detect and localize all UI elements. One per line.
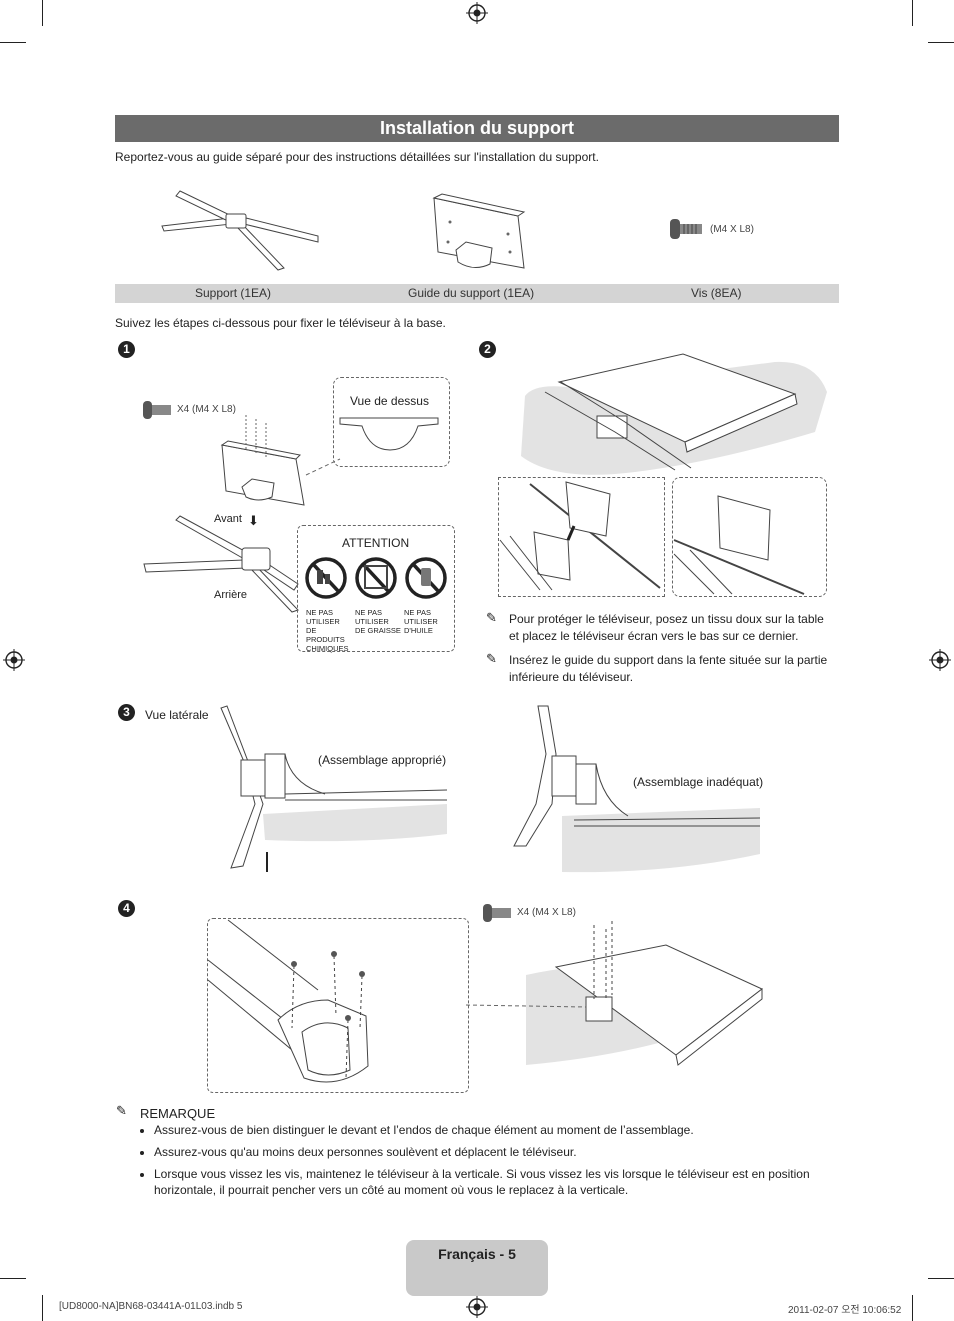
guide-assembly-illustration	[220, 415, 341, 506]
note-icon: ✎	[486, 610, 497, 625]
top-view-label: Vue de dessus	[350, 394, 429, 408]
intro-text: Reportez-vous au guide séparé pour des i…	[115, 150, 599, 164]
warning-no-grease: NE PAS UTILISER DE GRAISSE	[355, 608, 401, 635]
crop-mark	[912, 1295, 913, 1321]
registration-mark-icon	[466, 1296, 488, 1318]
top-view-box	[333, 377, 450, 467]
warning-no-chemicals: NE PAS UTILISER DE PRODUITS CHIMIQUES	[306, 608, 349, 653]
part-label-stand: Support (1EA)	[195, 286, 272, 300]
page-title: Installation du support	[115, 115, 839, 142]
screw-icon	[143, 401, 171, 419]
step4-screw-label: X4 (M4 X L8)	[517, 907, 576, 918]
incorrect-assembly-label: (Assemblage inadéquat)	[633, 775, 764, 789]
tv-with-stand-attached-illustration	[465, 921, 763, 1066]
remark-heading: REMARQUE	[140, 1106, 216, 1121]
warning-no-oil: NE PAS UTILISER D'HUILE	[404, 608, 438, 635]
attention-box	[297, 525, 455, 652]
registration-mark-icon	[466, 2, 488, 24]
side-view-label: Vue latérale	[145, 708, 209, 722]
stand-base-illustration	[161, 190, 319, 271]
remark-item: Assurez-vous de bien distinguer le devan…	[154, 1122, 844, 1138]
crop-mark	[928, 42, 954, 43]
stand-guide-illustration	[432, 193, 526, 269]
screw-icon	[670, 219, 702, 239]
remark-item: Assurez-vous qu'au moins deux personnes …	[154, 1144, 844, 1160]
remark-item: Lorsque vous vissez les vis, maintenez l…	[154, 1166, 844, 1198]
stand-with-guide-illustration	[143, 515, 299, 613]
step2-note-1: Pour protéger le téléviseur, posez un ti…	[509, 612, 824, 643]
registration-mark-icon	[3, 649, 25, 671]
crop-mark	[42, 1295, 43, 1321]
page-number: Français - 5	[438, 1246, 516, 1262]
part-label-screws: Vis (8EA)	[691, 286, 742, 300]
step-number-1: 1	[118, 341, 135, 358]
crop-mark	[0, 42, 26, 43]
arrow-down-icon: ⬇	[248, 513, 259, 528]
step2-detail-right	[672, 477, 827, 597]
note-icon: ✎	[486, 651, 497, 666]
crop-mark	[928, 1278, 954, 1279]
crop-mark	[0, 1278, 26, 1279]
step-number-3: 3	[118, 704, 135, 721]
step1-screw-label: X4 (M4 X L8)	[177, 404, 236, 415]
step2-note-2: Insérez le guide du support dans la fent…	[509, 653, 828, 684]
registration-mark-icon	[929, 649, 951, 671]
correct-assembly-illustration	[220, 705, 448, 872]
attention-heading: ATTENTION	[342, 536, 410, 550]
step-number-4: 4	[118, 900, 135, 917]
footer-timestamp: 2011-02-07 오전 10:06:52	[788, 1305, 902, 1316]
note-icon: ✎	[116, 1103, 127, 1118]
footer-filename: [UD8000-NA]BN68-03441A-01L03.indb 5	[59, 1301, 243, 1312]
crop-mark	[42, 0, 43, 26]
crop-mark	[912, 0, 913, 26]
screw-spec: (M4 X L8)	[710, 224, 754, 235]
remark-list: Assurez-vous de bien distinguer le devan…	[136, 1122, 844, 1204]
incorrect-assembly-illustration	[513, 705, 761, 873]
no-chemicals-icon	[305, 557, 447, 599]
screw-fastening-detail-illustration	[207, 919, 369, 1083]
guide-inserted-illustration	[673, 495, 805, 595]
step2-detail-left	[498, 477, 665, 597]
steps-intro: Suivez les étapes ci-dessous pour fixer …	[115, 316, 446, 330]
step-number-2: 2	[479, 341, 496, 358]
part-label-guide: Guide du support (1EA)	[408, 286, 535, 300]
page-number-tab: Français - 5	[406, 1240, 548, 1296]
parts-label-bar: Support (1EA) Guide du support (1EA) Vis…	[115, 284, 839, 303]
screw-icon	[483, 904, 511, 922]
back-label: Arrière	[214, 589, 248, 601]
guide-insert-illustration	[499, 481, 661, 591]
tv-face-down-illustration	[521, 353, 827, 475]
correct-assembly-label: (Assemblage approprié)	[318, 753, 447, 767]
front-label: Avant	[214, 513, 242, 525]
guide-top-view-illustration	[339, 417, 439, 451]
